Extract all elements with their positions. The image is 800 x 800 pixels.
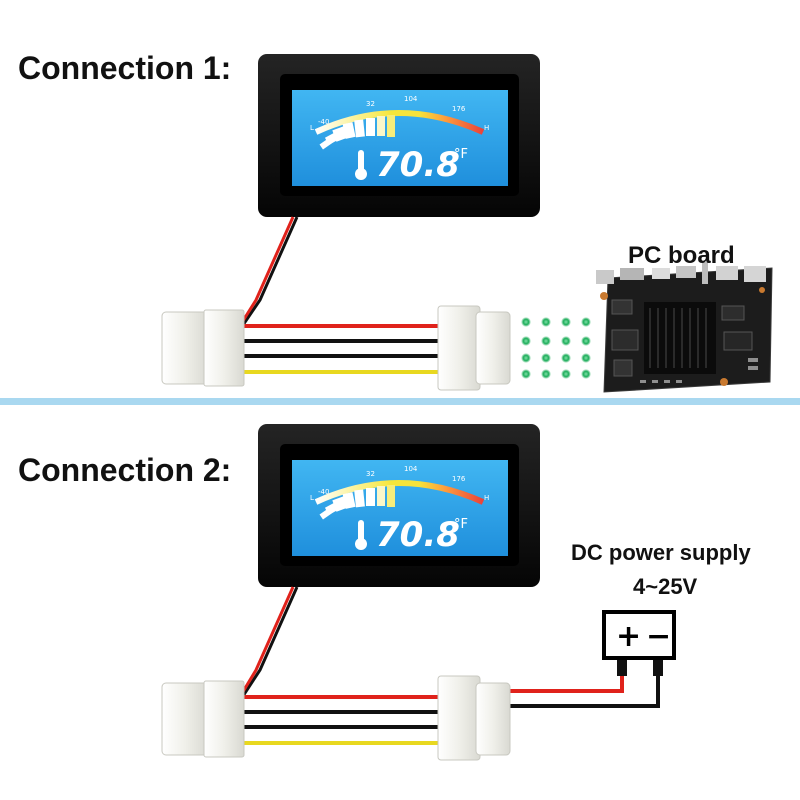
molex-connector-right-2 (437, 675, 511, 761)
thermometer-icon (355, 150, 367, 180)
pc-board-label: PC board (628, 242, 735, 269)
gauge-tick-label: -40 (318, 118, 329, 126)
molex-connector-left-2 (161, 680, 245, 758)
gauge-scale-high: H (484, 124, 489, 132)
display-cable-2 (239, 586, 299, 697)
molex-wire-bundle-2 (244, 695, 440, 745)
gauge-bars (319, 115, 395, 150)
gauge-reading: 70.8 (376, 145, 460, 185)
gauge-tick-label: 32 (366, 100, 375, 108)
connection2-title: Connection 2: (18, 452, 232, 488)
thermometer-display-2: 70.8 °F L -40 32 104 176 H (258, 424, 540, 587)
gauge-tick-label: 104 (404, 95, 418, 103)
gauge-scale-high: H (484, 494, 489, 502)
thermometer-icon (355, 520, 367, 550)
terminal-plus: + (616, 619, 641, 654)
gauge-tick-label: 176 (452, 105, 466, 113)
molex-wire-bundle-1 (244, 324, 440, 374)
gauge-scale-low: L (310, 124, 314, 132)
connection2-group: 70.8 °F L -40 32 104 176 H (161, 424, 676, 761)
terminal-minus: − (646, 619, 671, 654)
gauge-tick-label: 32 (366, 470, 375, 478)
gauge-unit: °F (454, 147, 468, 162)
gauge-reading: 70.8 (376, 515, 460, 555)
molex-connector-right-1 (437, 305, 511, 391)
gauge-tick-label: 176 (452, 475, 466, 483)
gauge-arc (314, 480, 485, 505)
molex-connector-left-1 (161, 309, 245, 387)
dc-power-supply-symbol: + − (602, 610, 676, 660)
gauge-bars (319, 485, 395, 520)
section-divider (0, 398, 800, 405)
power-wires (510, 660, 663, 708)
signal-dots (521, 317, 591, 379)
gauge-scale-low: L (310, 494, 314, 502)
pc-board-image (596, 262, 773, 393)
dc-voltage-label: 4~25V (633, 574, 698, 599)
thermometer-display-1: 70.8 °F L -40 32 104 176 H (258, 54, 540, 217)
display-cable-1 (239, 216, 299, 326)
gauge-arc (314, 110, 485, 135)
gauge-unit: °F (454, 517, 468, 532)
dc-power-supply-label: DC power supply (571, 540, 751, 565)
connection1-group: 70.8 °F L -40 32 104 176 H (161, 54, 773, 393)
connection1-title: Connection 1: (18, 50, 232, 86)
gauge-tick-label: 104 (404, 465, 418, 473)
gauge-tick-label: -40 (318, 488, 329, 496)
